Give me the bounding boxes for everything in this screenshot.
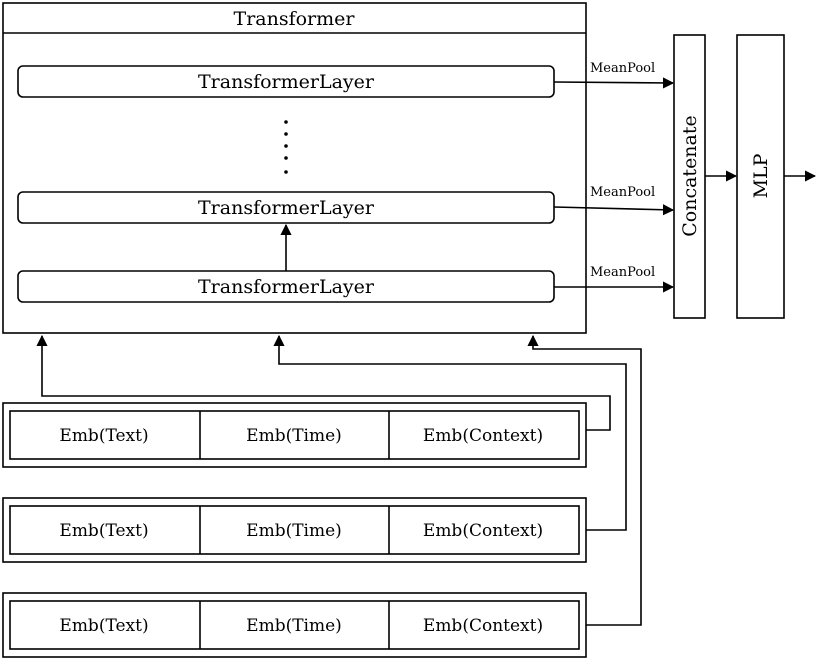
transformer-layer-middle: TransformerLayer [17,191,555,224]
meanpool-connector-middle: MeanPool [553,185,675,216]
emb-context-cell: Emb(Context) [423,521,543,541]
embedding-row-1: Emb(Text) Emb(Time) Emb(Context) [2,402,587,468]
meanpool-label: MeanPool [590,265,655,280]
mlp-label: MLP [750,153,772,198]
emb-time-cell: Emb(Time) [246,426,342,446]
concatenate-label: Concatenate [679,115,701,237]
emb-text-cell: Emb(Text) [59,616,148,636]
emb-time-cell: Emb(Time) [246,521,342,541]
emb-context-cell: Emb(Context) [423,616,543,636]
embedding-row-3: Emb(Text) Emb(Time) Emb(Context) [2,592,587,658]
meanpool-connector-bottom: MeanPool [554,265,675,293]
transformer-layer-label: TransformerLayer [198,276,375,298]
layer-ellipsis [284,120,288,174]
transformer-layer-label: TransformerLayer [198,71,375,93]
emb-text-cell: Emb(Text) [59,426,148,446]
transformer-layer-bottom: TransformerLayer [17,270,555,303]
embedding-row-3-connector [527,334,642,626]
meanpool-label: MeanPool [590,61,655,76]
embedding-row-1-connector [36,334,611,431]
meanpool-label: MeanPool [590,185,655,200]
transformer-layer-top: TransformerLayer [17,65,555,98]
concatenate-block: Concatenate [673,34,706,319]
emb-text-cell: Emb(Text) [59,521,148,541]
emb-context-cell: Emb(Context) [423,426,543,446]
meanpool-connector-top: MeanPool [553,61,675,89]
emb-time-cell: Emb(Time) [246,616,342,636]
mlp-block: MLP [736,34,785,319]
transformer-title: Transformer [234,8,356,30]
embedding-row-2-connector [273,334,627,531]
embedding-row-2: Emb(Text) Emb(Time) Emb(Context) [2,497,587,563]
transformer-layer-label: TransformerLayer [198,197,375,219]
